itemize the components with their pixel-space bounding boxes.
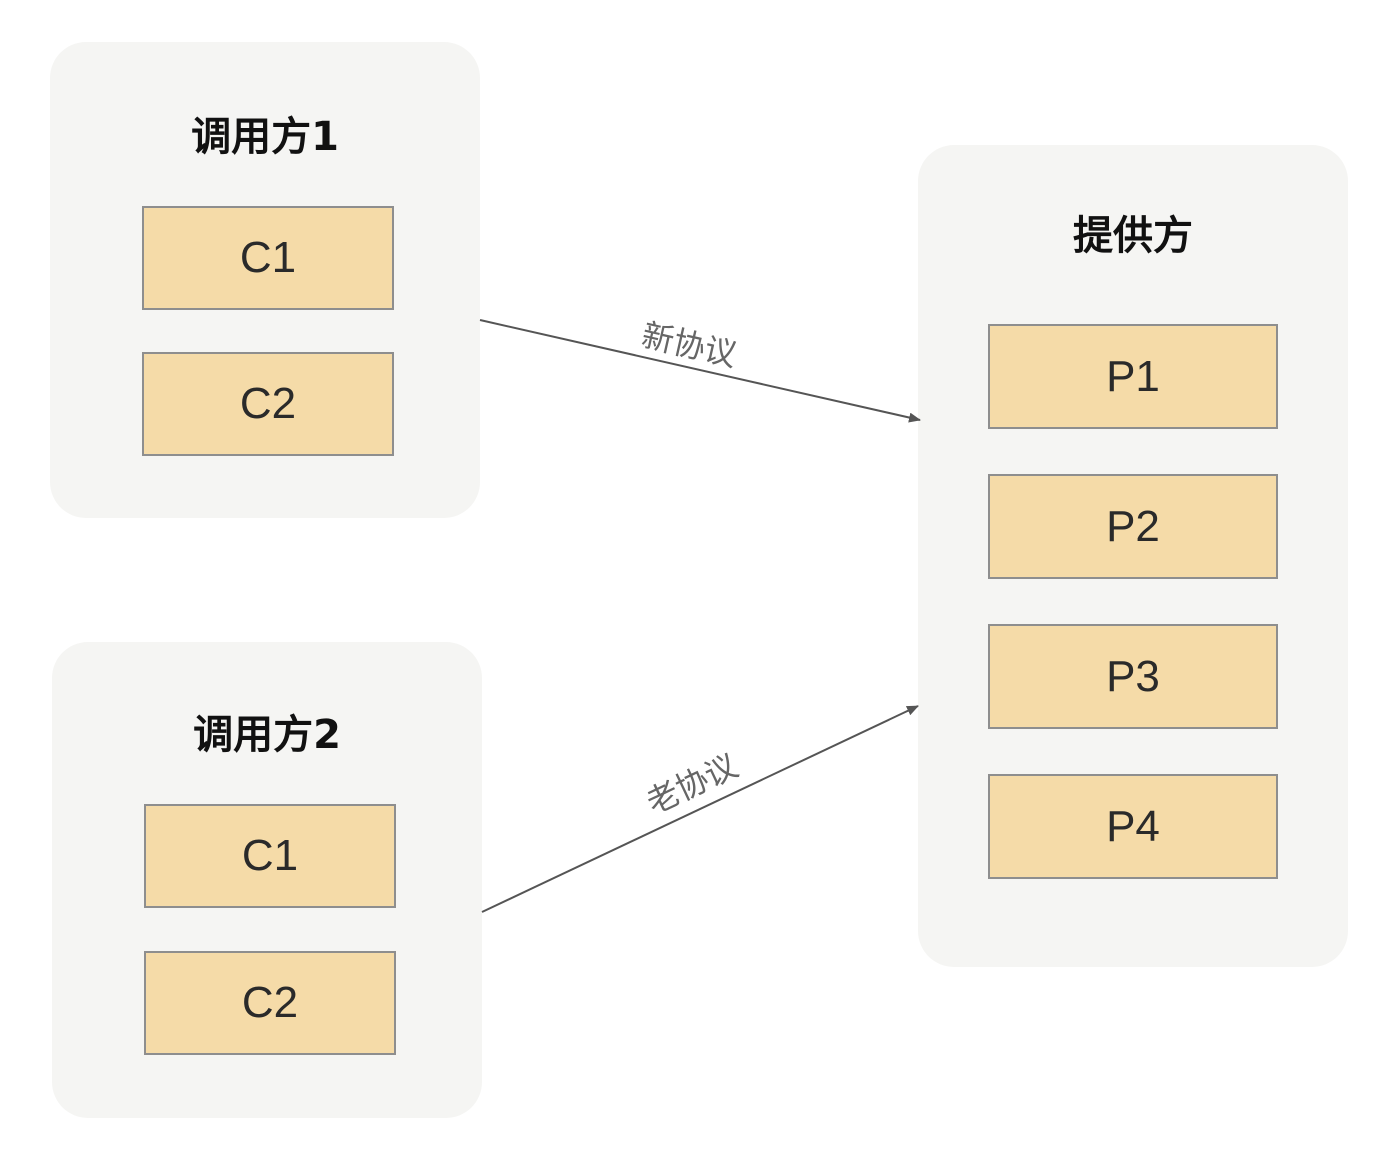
caller-1-node-c2: C2 — [142, 352, 394, 456]
provider-node-p3: P3 — [988, 624, 1278, 729]
caller-2-node-c1: C1 — [144, 804, 396, 908]
provider-title: 提供方 — [1073, 213, 1193, 259]
caller-group-2: 调用方2 C1 C2 — [52, 642, 482, 1118]
caller-2-title: 调用方2 — [193, 712, 341, 758]
caller-1-node-c1: C1 — [142, 206, 394, 310]
provider-group: 提供方 P1 P2 P3 P4 — [918, 145, 1348, 967]
caller-1-title: 调用方1 — [191, 114, 339, 160]
old-protocol-arrow — [481, 705, 919, 913]
caller-group-1: 调用方1 C1 C2 — [50, 42, 480, 518]
provider-node-p2: P2 — [988, 474, 1278, 579]
new-protocol-arrow — [479, 319, 921, 423]
caller-2-node-c2: C2 — [144, 951, 396, 1055]
provider-node-p4: P4 — [988, 774, 1278, 879]
provider-node-p1: P1 — [988, 324, 1278, 429]
